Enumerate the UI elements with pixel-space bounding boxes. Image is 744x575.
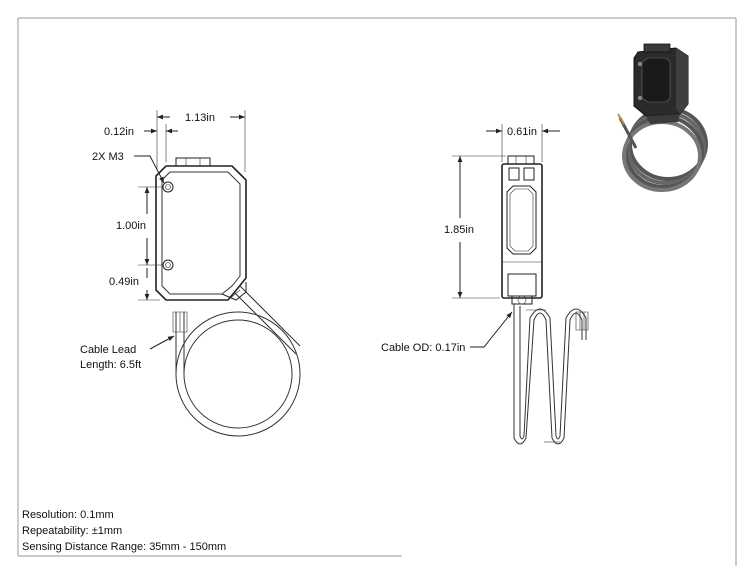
sheet-frame bbox=[17, 17, 737, 566]
dim-hole-spacing-label: 1.00in bbox=[116, 220, 146, 232]
front-sensor-body bbox=[155, 157, 247, 301]
sensor-3d-render bbox=[617, 43, 708, 192]
side-sensor-body bbox=[501, 155, 543, 305]
dim-side-height: 1.85in bbox=[444, 155, 506, 299]
front-cable-loop bbox=[172, 285, 301, 437]
dim-side-width: 0.61in bbox=[486, 124, 560, 162]
callout-mount-holes-label: 2X M3 bbox=[92, 151, 124, 163]
dim-front-offset-label: 0.12in bbox=[104, 126, 134, 138]
front-view: 1.13in 0.12in 2X M3 1.00in 0.49in bbox=[80, 110, 301, 437]
spec-resolution: Resolution: 0.1mm bbox=[22, 509, 114, 521]
dim-hole-bottom: 0.49in bbox=[109, 268, 160, 301]
callout-cable-lead-line2: Length: 6.5ft bbox=[80, 359, 141, 371]
spec-notes: Resolution: 0.1mm Repeatability: ±1mm Se… bbox=[22, 509, 226, 553]
dim-front-width-label: 1.13in bbox=[185, 112, 215, 124]
callout-cable-od-label: Cable OD: 0.17in bbox=[381, 342, 465, 354]
spec-sensing-range: Sensing Distance Range: 35mm - 150mm bbox=[22, 541, 226, 553]
spec-repeatability: Repeatability: ±1mm bbox=[22, 525, 122, 537]
dim-hole-bottom-label: 0.49in bbox=[109, 276, 139, 288]
side-cable-coil bbox=[513, 304, 589, 445]
callout-cable-lead: Cable Lead Length: 6.5ft bbox=[80, 335, 175, 371]
dim-front-width: 1.13in bbox=[156, 110, 246, 172]
side-view: 0.61in 1.85in Cable OD: 0.17in bbox=[381, 124, 589, 445]
callout-cable-lead-line1: Cable Lead bbox=[80, 344, 136, 356]
callout-cable-od: Cable OD: 0.17in bbox=[381, 311, 513, 354]
dim-hole-spacing: 1.00in bbox=[116, 186, 163, 266]
callout-mount-holes: 2X M3 bbox=[92, 151, 165, 184]
dim-side-height-label: 1.85in bbox=[444, 224, 474, 236]
dim-side-width-label: 0.61in bbox=[507, 126, 537, 138]
dim-front-offset: 0.12in bbox=[104, 124, 178, 162]
